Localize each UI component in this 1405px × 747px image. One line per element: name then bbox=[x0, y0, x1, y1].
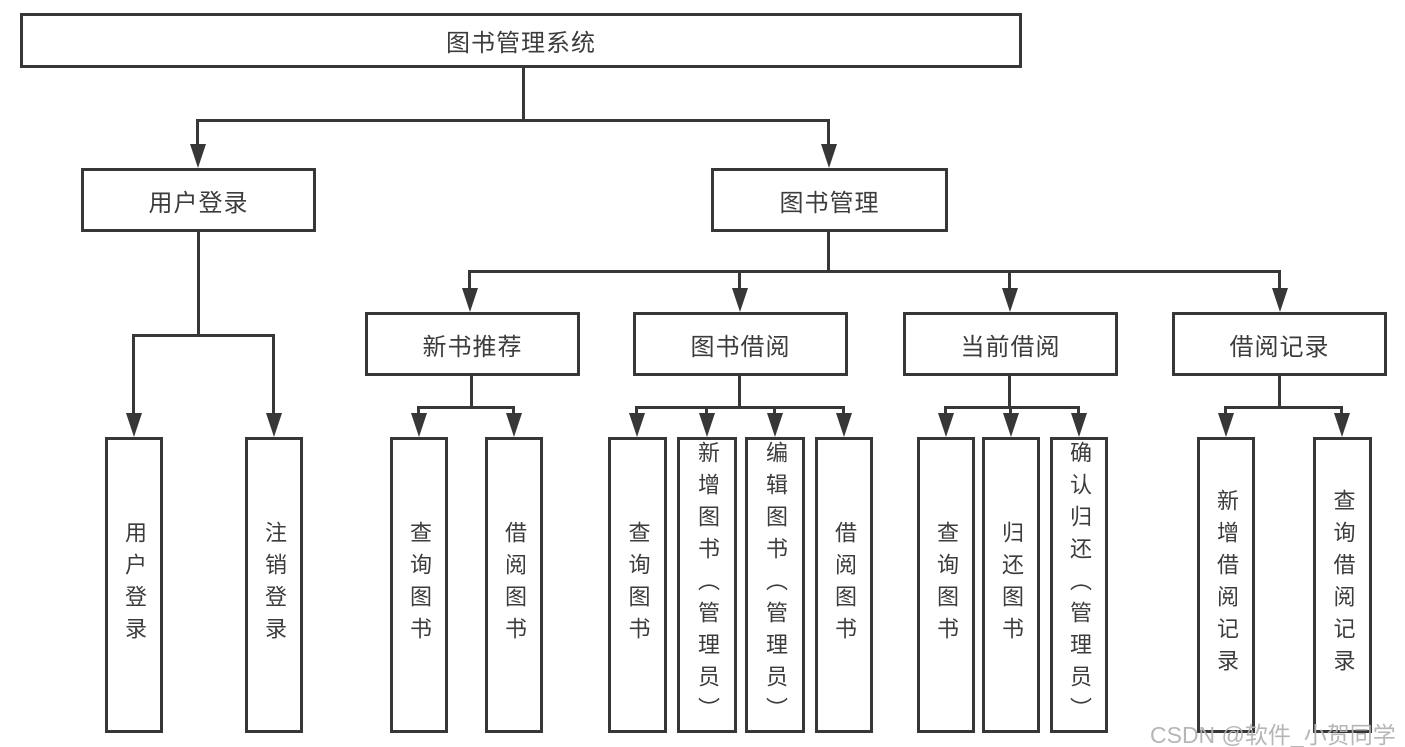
leaf-arrow-line bbox=[705, 406, 708, 416]
node-system-root-label: 图书管理系统 bbox=[446, 30, 596, 57]
leaf-query-books-borrow-label: 查询图书 bbox=[625, 521, 651, 649]
leaf-borrow-books-recommend: 借阅图书 bbox=[485, 437, 543, 733]
leaf-query-books-current-label: 查询图书 bbox=[934, 521, 959, 649]
arrow-line-book-borrow bbox=[738, 270, 741, 290]
leaf-arrowhead bbox=[506, 413, 522, 437]
leaf-query-books-recommend-label: 查询图书 bbox=[407, 521, 432, 649]
leaf-query-books-borrow: 查询图书 bbox=[608, 437, 667, 733]
arrowhead-user-login bbox=[190, 144, 206, 168]
leaf-arrow-line bbox=[1224, 406, 1227, 416]
leaf-arrowhead bbox=[1003, 413, 1019, 437]
leaf-arrow-line bbox=[773, 406, 776, 416]
arrowhead-current-borrow bbox=[1002, 288, 1018, 312]
bar-level2 bbox=[468, 270, 1281, 273]
bar-current-borrow-group bbox=[944, 406, 1080, 409]
node-book-management-label: 图书管理 bbox=[779, 189, 880, 217]
stem-new-book-recommend bbox=[470, 376, 473, 408]
leaf-arrow-line bbox=[944, 406, 947, 416]
node-borrow-records-label: 借阅记录 bbox=[1229, 333, 1330, 361]
leaf-arrowhead bbox=[767, 413, 783, 437]
leaf-query-books-current: 查询图书 bbox=[917, 437, 975, 733]
arrow-line-book-management bbox=[827, 119, 830, 147]
leaf-return-book-label: 归还图书 bbox=[999, 521, 1024, 649]
leaf-arrowhead bbox=[1334, 413, 1350, 437]
leaf-add-book-admin-label: 新增图书（管理员） bbox=[695, 441, 720, 729]
node-book-borrow: 图书借阅 bbox=[633, 312, 848, 376]
stem-book-management bbox=[827, 232, 830, 272]
arrowhead-new-book-recommend bbox=[462, 288, 478, 312]
node-book-borrow-label: 图书借阅 bbox=[690, 333, 791, 361]
node-new-book-recommend-label: 新书推荐 bbox=[422, 333, 523, 361]
bar-borrow-records-group bbox=[1224, 406, 1343, 409]
leaf-arrow-line bbox=[842, 406, 845, 416]
leaf-arrowhead bbox=[699, 413, 715, 437]
node-user-login-label: 用户登录 bbox=[148, 189, 249, 217]
leaf-query-borrow-record-label: 查询借阅记录 bbox=[1330, 489, 1356, 681]
leaf-arrowhead bbox=[938, 413, 954, 437]
arrowhead-leaf-user-login bbox=[126, 413, 142, 437]
leaf-borrow-books-recommend-label: 借阅图书 bbox=[502, 521, 527, 649]
leaf-arrow-line bbox=[1340, 406, 1343, 416]
leaf-user-login: 用户登录 bbox=[105, 437, 163, 733]
leaf-arrow-line bbox=[512, 406, 515, 416]
leaf-confirm-return-admin: 确认归还（管理员） bbox=[1050, 437, 1108, 733]
leaf-arrowhead bbox=[836, 413, 852, 437]
leaf-arrow-line bbox=[417, 406, 420, 416]
leaf-arrowhead bbox=[1218, 413, 1234, 437]
node-current-borrow: 当前借阅 bbox=[903, 312, 1118, 376]
arrowhead-book-management bbox=[821, 144, 837, 168]
leaf-borrow-books-label: 借阅图书 bbox=[832, 521, 857, 649]
leaf-add-borrow-record-label: 新增借阅记录 bbox=[1214, 489, 1239, 681]
leaf-arrowhead bbox=[629, 413, 645, 437]
leaf-arrow-line bbox=[1077, 406, 1080, 416]
leaf-query-books-recommend: 查询图书 bbox=[390, 437, 448, 733]
stem-root bbox=[522, 68, 525, 120]
arrowhead-book-borrow bbox=[732, 288, 748, 312]
leaf-arrowhead bbox=[1071, 413, 1087, 437]
stem-book-borrow bbox=[738, 376, 741, 408]
leaf-user-login-label: 用户登录 bbox=[122, 521, 147, 649]
leaf-return-book: 归还图书 bbox=[982, 437, 1040, 733]
node-book-management: 图书管理 bbox=[711, 168, 948, 232]
node-user-login: 用户登录 bbox=[81, 168, 316, 232]
arrow-line-borrow-records bbox=[1278, 270, 1281, 290]
leaf-logout: 注销登录 bbox=[245, 437, 303, 733]
arrowhead-leaf-logout bbox=[266, 413, 282, 437]
bar-new-book-recommend-group bbox=[417, 406, 515, 409]
leaf-edit-book-admin: 编辑图书（管理员） bbox=[745, 437, 805, 733]
bar-level1 bbox=[196, 119, 830, 122]
leaf-query-borrow-record: 查询借阅记录 bbox=[1313, 437, 1372, 733]
leaf-borrow-books: 借阅图书 bbox=[815, 437, 873, 733]
node-borrow-records: 借阅记录 bbox=[1172, 312, 1387, 376]
arrow-line-user-login bbox=[196, 119, 199, 147]
leaf-confirm-return-admin-label: 确认归还（管理员） bbox=[1067, 441, 1092, 729]
arrow-line-current-borrow bbox=[1008, 270, 1011, 290]
leaf-add-borrow-record: 新增借阅记录 bbox=[1197, 437, 1255, 733]
leaf-arrow-line bbox=[1009, 406, 1012, 416]
node-system-root: 图书管理系统 bbox=[20, 13, 1022, 68]
arrow-line-leaf-user-login bbox=[132, 334, 135, 414]
arrow-line-new-book-recommend bbox=[468, 270, 471, 290]
stem-user-login bbox=[197, 232, 200, 335]
leaf-add-book-admin: 新增图书（管理员） bbox=[677, 437, 737, 733]
leaf-arrow-line bbox=[635, 406, 638, 416]
bar-book-borrow-group bbox=[635, 406, 845, 409]
node-new-book-recommend: 新书推荐 bbox=[365, 312, 580, 376]
leaf-edit-book-admin-label: 编辑图书（管理员） bbox=[763, 441, 788, 729]
arrow-line-leaf-logout bbox=[272, 334, 275, 414]
bar-user-login-group bbox=[132, 334, 275, 337]
stem-current-borrow bbox=[1008, 376, 1011, 408]
leaf-logout-label: 注销登录 bbox=[262, 521, 287, 649]
watermark: CSDN @软件_小贺同学 bbox=[1150, 722, 1396, 747]
leaf-arrowhead bbox=[411, 413, 427, 437]
arrowhead-borrow-records bbox=[1272, 288, 1288, 312]
node-current-borrow-label: 当前借阅 bbox=[960, 333, 1061, 361]
stem-borrow-records bbox=[1278, 376, 1281, 408]
